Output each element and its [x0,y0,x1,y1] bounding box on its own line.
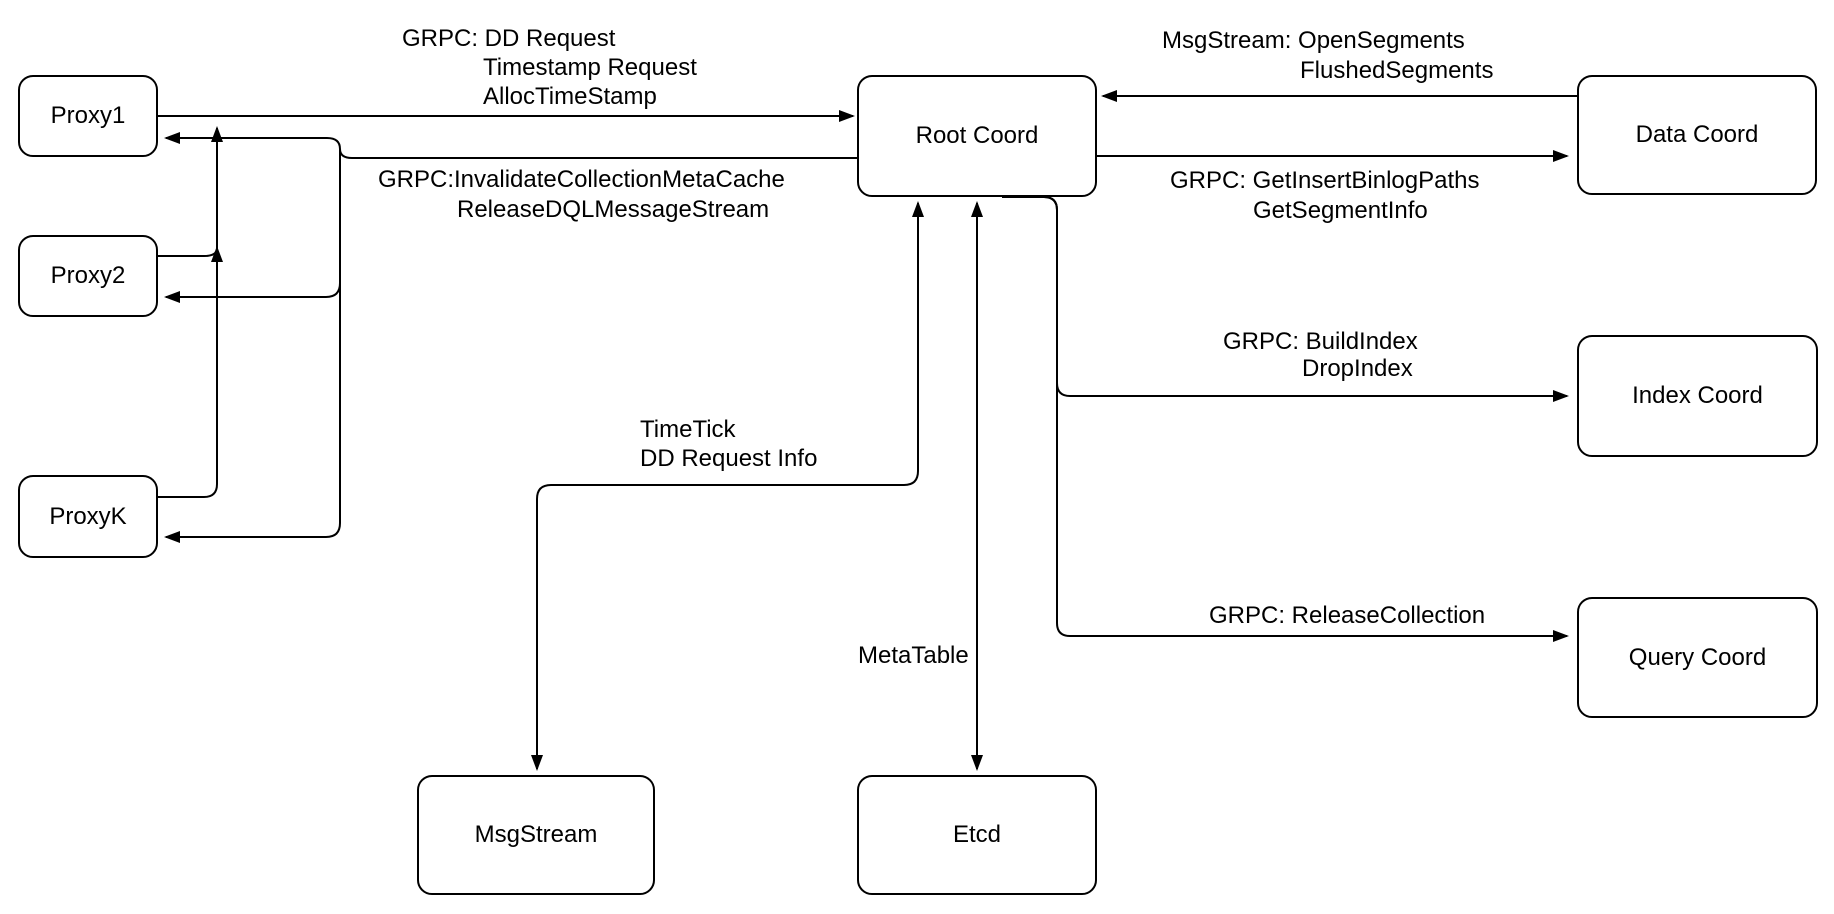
edge-label-line: GRPC:InvalidateCollectionMetaCache [378,166,785,193]
edge-label-root-to-query: GRPC: ReleaseCollection [1209,601,1485,631]
node-proxyk-label: ProxyK [49,502,127,530]
edge-label-line: ReleaseDQLMessageStream [457,196,770,223]
connector-root-to-proxy1 [164,132,857,159]
edge-label-line: MsgStream: OpenSegments [1162,27,1465,54]
edge-label-line: Timestamp Request [483,54,697,81]
node-msgstream-label: MsgStream [474,821,598,848]
edge-label-line: AllocTimeStamp [483,83,657,110]
node-data-coord-label: Data Coord [1635,121,1759,148]
connector-root-to-proxy2 [164,282,341,303]
edge-label-line: FlushedSegments [1300,57,1494,84]
node-index-coord: Index Coord [1577,335,1818,457]
node-root-coord: Root Coord [857,75,1097,197]
node-etcd-label: Etcd [952,821,1002,848]
edge-label-proxy-to-root: GRPC: DD Request Timestamp Request Alloc… [402,24,697,111]
connector-root-to-query [1002,196,1569,642]
node-query-coord: Query Coord [1577,597,1818,718]
edge-label-line: GetSegmentInfo [1253,197,1428,224]
edge-label-data-to-root: MsgStream: OpenSegments FlushedSegments [1162,26,1493,86]
edge-label-root-to-proxy: GRPC:InvalidateCollectionMetaCache Relea… [378,165,785,225]
connector-proxyk-merge-up [158,126,223,498]
edge-label-line: GRPC: BuildIndex [1223,328,1418,355]
edge-label-line: GRPC: ReleaseCollection [1209,602,1486,629]
edge-label-line: DropIndex [1302,355,1413,382]
node-query-coord-label: Query Coord [1628,643,1767,671]
node-etcd: Etcd [857,775,1097,895]
node-index-coord-label: Index Coord [1632,382,1763,409]
edge-label-line: DD Request Info [640,445,818,472]
node-proxy2-label: Proxy2 [50,262,126,289]
edge-label-line: GRPC: GetInsertBinlogPaths [1170,167,1480,194]
connector-root-to-proxyk [164,149,341,543]
edge-label-root-to-index: GRPC: BuildIndex DropIndex [1223,328,1418,382]
connector-proxy2-merge-up [158,246,223,263]
node-proxy1: Proxy1 [18,75,158,157]
node-proxyk: ProxyK [18,475,158,558]
node-msgstream: MsgStream [417,775,655,895]
edge-label-line: MetaTable [858,642,969,669]
edge-label-line: TimeTick [640,416,736,443]
edge-label-line: GRPC: DD Request [402,25,616,52]
connector-root-msgstream [531,201,924,771]
edge-label-root-to-data: GRPC: GetInsertBinlogPaths GetSegmentInf… [1170,166,1479,226]
edge-label-root-to-msgstream: TimeTick DD Request Info [640,415,817,473]
node-proxy2: Proxy2 [18,235,158,317]
node-root-coord-label: Root Coord [915,122,1039,149]
edge-label-root-to-etcd: MetaTable [858,641,969,671]
node-proxy1-label: Proxy1 [50,102,126,129]
node-data-coord: Data Coord [1577,75,1817,195]
